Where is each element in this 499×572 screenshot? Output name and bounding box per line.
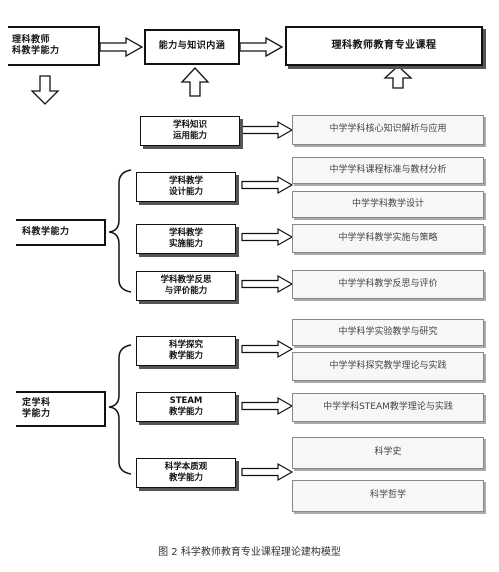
design-course-1-label: 中学学科课程标准与教材分析 (329, 164, 447, 175)
arrow-implement (241, 228, 293, 246)
inquiry-course-2-box: 中学学科探究教学理论与实践 (292, 352, 484, 381)
design-ability-label: 学科教学 设计能力 (168, 176, 203, 197)
arrow-connotation-to-curriculum (239, 37, 283, 57)
reflect-course-box: 中学学科教学反思与评价 (292, 270, 484, 299)
nature-ability-box: 科学本质观 教学能力 (136, 458, 236, 488)
steam-ability-box: STEAM 教学能力 (136, 392, 236, 422)
steam-course-label: 中学学科STEAM教学理论与实践 (323, 401, 453, 412)
arrow-down-competency (30, 75, 60, 105)
reflect-ability-label: 学科教学反思 与评价能力 (160, 275, 212, 296)
implement-ability-box: 学科教学 实施能力 (136, 224, 236, 254)
arrow-design (241, 176, 293, 194)
teaching-group-label: 科教学能力 (22, 226, 70, 237)
inquiry-course-2-label: 中学学科探究教学理论与实践 (329, 360, 447, 371)
competency-label: 理科教师 科教学能力 (12, 34, 60, 56)
connotation-label: 能力与知识内涵 (158, 41, 226, 52)
reflect-ability-box: 学科教学反思 与评价能力 (136, 271, 236, 301)
curriculum-label: 理科教师教育专业课程 (331, 39, 437, 51)
design-ability-box: 学科教学 设计能力 (136, 172, 236, 202)
curriculum-box: 理科教师教育专业课程 (285, 26, 483, 66)
inquiry-ability-box: 科学探究 教学能力 (136, 336, 236, 366)
design-course-1-box: 中学学科课程标准与教材分析 (292, 157, 484, 184)
brace-specific (108, 344, 132, 475)
reflect-course-label: 中学学科教学反思与评价 (338, 278, 438, 289)
nature-ability-label: 科学本质观 教学能力 (164, 462, 208, 483)
competency-box: 理科教师 科教学能力 (8, 26, 100, 66)
arrow-knowledge (241, 121, 293, 139)
arrow-up-connotation (180, 67, 210, 97)
connotation-box: 能力与知识内涵 (144, 29, 240, 65)
knowledge-course-label: 中学学科核心知识解析与应用 (329, 124, 447, 135)
teaching-group-box: 科教学能力 (16, 219, 106, 246)
nature-course-2-box: 科学哲学 (292, 480, 484, 512)
knowledge-course-box: 中学学科核心知识解析与应用 (292, 115, 484, 145)
knowledge-ability-label: 学科知识 运用能力 (172, 120, 207, 141)
brace-teaching (108, 169, 132, 293)
arrow-inquiry (241, 340, 293, 358)
arrow-up-curriculum (383, 65, 413, 89)
design-course-2-box: 中学学科教学设计 (292, 191, 484, 218)
nature-course-1-box: 科学史 (292, 437, 484, 469)
specific-group-label: 定学科 学能力 (22, 397, 51, 419)
arrow-steam (241, 397, 293, 415)
steam-course-box: 中学学科STEAM教学理论与实践 (292, 393, 484, 422)
arrow-nature (241, 463, 293, 481)
nature-course-1-label: 科学史 (374, 447, 402, 458)
arrow-reflect (241, 275, 293, 293)
knowledge-ability-box: 学科知识 运用能力 (140, 116, 240, 146)
inquiry-course-1-box: 中学科学实验教学与研究 (292, 319, 484, 346)
implement-course-box: 中学学科教学实施与策略 (292, 224, 484, 253)
figure-caption: 图 2 科学教师教育专业课程理论建构模型 (158, 547, 341, 558)
design-course-2-label: 中学学科教学设计 (351, 198, 424, 209)
steam-ability-label: STEAM 教学能力 (168, 396, 203, 417)
arrow-competency-to-connotation (99, 37, 143, 57)
implement-ability-label: 学科教学 实施能力 (168, 228, 203, 249)
nature-course-2-label: 科学哲学 (369, 490, 406, 501)
inquiry-course-1-label: 中学科学实验教学与研究 (338, 326, 438, 337)
specific-group-box: 定学科 学能力 (16, 391, 106, 427)
inquiry-ability-label: 科学探究 教学能力 (168, 340, 203, 361)
implement-course-label: 中学学科教学实施与策略 (338, 232, 438, 243)
